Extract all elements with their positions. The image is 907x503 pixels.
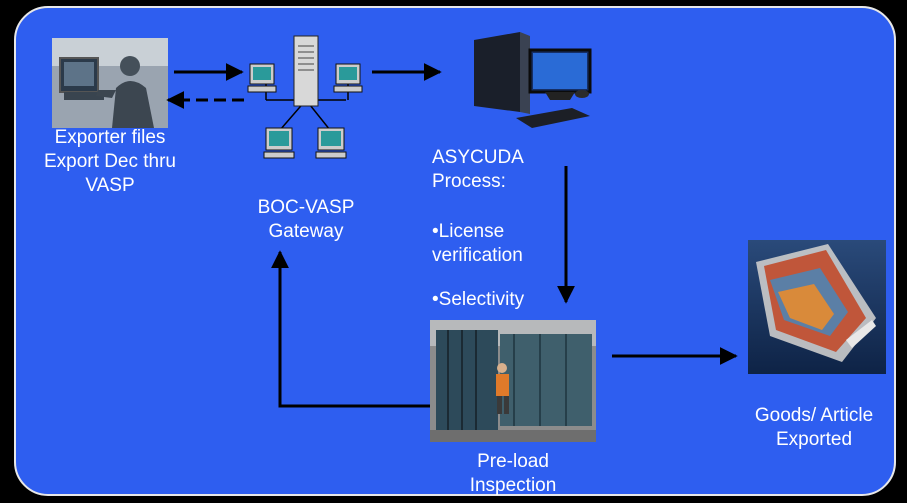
- asycuda-label: ASYCUDA Process:: [432, 147, 524, 192]
- asycuda-step-license: •License verification: [432, 221, 523, 266]
- gateway-label: BOC-VASP Gateway: [257, 197, 355, 242]
- asycuda-step-selectivity: •Selectivity: [432, 289, 525, 310]
- desktop-computer-photo: [474, 32, 592, 128]
- person-at-computer-photo: [52, 38, 168, 128]
- inspection-label: Pre-load Inspection: [469, 451, 557, 496]
- network-server-icon: [247, 35, 363, 159]
- container-inspection-photo: [430, 320, 596, 442]
- exported-label: Goods/ Article Exported: [754, 405, 874, 450]
- arrow-inspection-to-gateway: [271, 250, 430, 408]
- cargo-ship-photo: [748, 240, 886, 374]
- exporter-label: Exporter files Export Dec thru VASP: [44, 127, 176, 196]
